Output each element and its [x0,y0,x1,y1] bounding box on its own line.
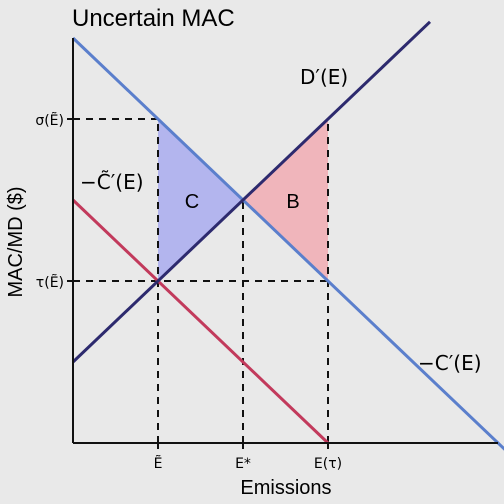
x-tick-label-e-tau: E(τ) [314,456,342,472]
shaded-regions [158,119,328,281]
chart-title: Uncertain MAC [72,5,235,32]
line-marginal-cost [71,36,504,451]
series-label-damage: D′(E) [300,65,348,89]
region-label-c: C [185,191,199,213]
x-tick-label-e-tilde: Ẽ [154,455,163,472]
series-lines [71,20,504,451]
y-axis-label: MAC/MD ($) [5,186,27,297]
series-label-perceived-cost: −C̃′(E) [80,170,144,194]
x-tick-label-e-star: E* [235,456,251,472]
y-tick-label-sigma: σ(Ẽ) [35,112,64,129]
x-axis-label: Emissions [240,477,331,499]
y-tick-label-tau: τ(Ẽ) [36,274,64,291]
axes [67,38,498,449]
line-damage [71,20,432,364]
line-perceived-cost [71,198,330,445]
region-label-b: B [286,191,299,213]
series-label-marginal-cost: −C′(E) [418,351,482,375]
region-c [158,119,243,281]
region-b [243,119,328,281]
